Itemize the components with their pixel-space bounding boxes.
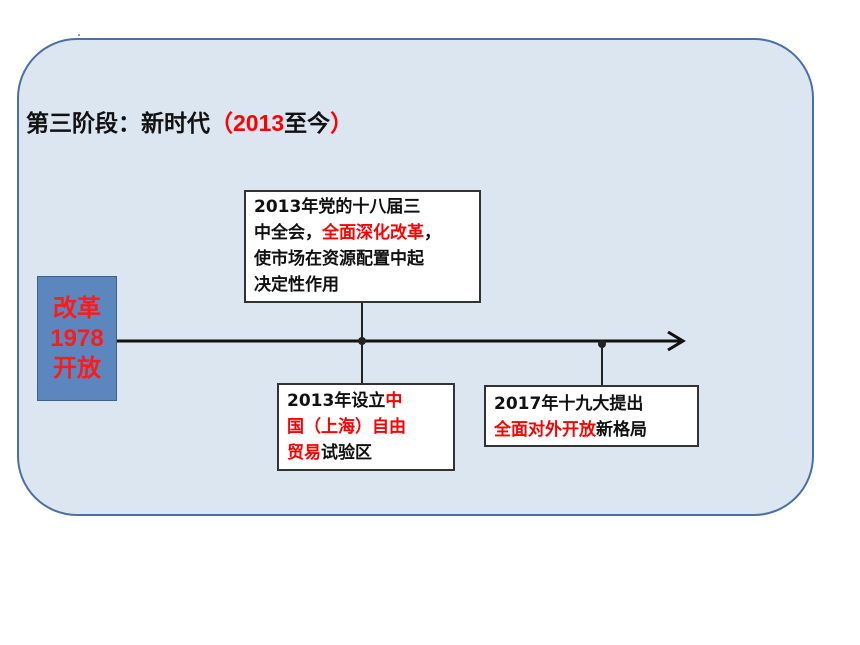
- congress-line-1: 2017年十九大提出: [494, 394, 644, 414]
- marker-2013: [358, 337, 366, 345]
- stage-title: 第三阶段：新时代（2013至今）: [26, 106, 353, 140]
- start-line-1: 改革: [53, 294, 101, 322]
- start-line-3: 开放: [53, 354, 101, 382]
- plenum-line-2-post: ，: [424, 223, 441, 243]
- congress-highlight: 全面对外开放: [494, 420, 596, 440]
- start-reform-box: 改革 1978 开放: [37, 276, 117, 401]
- ftz-line-2-highlight: 国（上海）自由: [287, 417, 406, 437]
- event-box-19th-congress: 2017年十九大提出 全面对外开放新格局: [484, 385, 699, 447]
- stage-title-paren-open: （: [210, 111, 233, 137]
- ftz-line-1: 2013年设立中: [287, 388, 445, 414]
- congress-line-2-post: 新格局: [596, 420, 647, 440]
- ftz-line-1-highlight: 中: [385, 391, 403, 411]
- start-line-2: 1978: [50, 324, 104, 352]
- ftz-line-3-highlight: 贸易: [287, 443, 321, 463]
- stage-title-suffix: 至今: [284, 111, 331, 137]
- plenum-highlight: 全面深化改革: [322, 223, 424, 243]
- ftz-line-3: 贸易试验区: [287, 440, 445, 466]
- stage-title-paren-close: ）: [330, 111, 354, 137]
- plenum-line-4: 决定性作用: [254, 275, 339, 295]
- ftz-line-2: 国（上海）自由: [287, 414, 445, 440]
- congress-line-2: 全面对外开放新格局: [494, 417, 689, 443]
- timeline-arrowhead: [667, 330, 686, 352]
- ftz-line-3-post: 试验区: [321, 443, 372, 463]
- stage-title-prefix: 第三阶段：新时代: [26, 111, 210, 137]
- plenum-line-3: 使市场在资源配置中起: [254, 249, 424, 269]
- plenum-line-2-pre: 中全会，: [254, 223, 322, 243]
- event-box-plenum: 2013年党的十八届三 中全会，全面深化改革， 使市场在资源配置中起 决定性作用: [244, 190, 481, 303]
- stray-dot: [78, 34, 80, 36]
- stage-title-year: 2013: [233, 110, 285, 136]
- marker-2017: [598, 340, 606, 348]
- event-box-ftz: 2013年设立中 国（上海）自由 贸易试验区: [277, 383, 455, 471]
- plenum-line-2: 中全会，全面深化改革，: [254, 220, 471, 246]
- ftz-line-1-pre: 2013年设立: [287, 391, 386, 411]
- plenum-line-1: 2013年党的十八届三: [254, 197, 421, 217]
